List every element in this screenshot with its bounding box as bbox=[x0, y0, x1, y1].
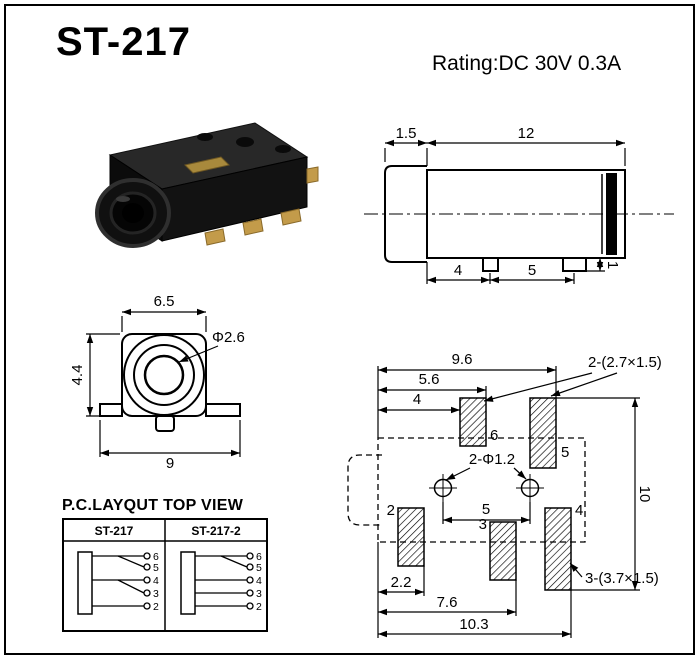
page-border bbox=[4, 4, 695, 655]
schematic-st217-2 bbox=[180, 551, 254, 615]
product-photo bbox=[95, 122, 319, 248]
svg-text:2: 2 bbox=[256, 601, 262, 613]
pad-2 bbox=[397, 507, 425, 567]
solder-pads bbox=[397, 397, 572, 591]
side-view-drawing: 1.5 12 4 5 1 bbox=[364, 125, 674, 284]
pad-label-4: 4 bbox=[575, 502, 583, 519]
svg-text:4: 4 bbox=[256, 575, 262, 587]
front-view-drawing: 6.5 4.4 9 Φ2.6 bbox=[69, 293, 245, 472]
svg-text:6: 6 bbox=[153, 551, 159, 563]
connector-barrel bbox=[95, 178, 171, 248]
pad-3 bbox=[489, 521, 517, 581]
svg-text:6: 6 bbox=[256, 551, 262, 563]
front-view-outline bbox=[99, 333, 241, 432]
schematic-st217 bbox=[77, 551, 151, 615]
top-contact-window bbox=[184, 156, 230, 174]
pcb-layout-drawing: 9.6 5.6 4 2-(2.7×1.5) 2-Φ1.2 6 5 2 3 4 5… bbox=[347, 351, 662, 638]
pad-label-2: 2 bbox=[387, 502, 395, 519]
dim-label-width: 6.5 bbox=[154, 293, 175, 310]
front-view-dimensions bbox=[86, 308, 241, 457]
dim-label-76: 7.6 bbox=[437, 594, 458, 611]
dim-label-flange: 1.5 bbox=[396, 125, 417, 142]
pad-6 bbox=[459, 397, 487, 447]
dim-label-pin2: 5 bbox=[528, 262, 536, 279]
schematic-st217-pin-labels: 6 5 4 3 2 bbox=[153, 551, 159, 613]
side-view-dimensions bbox=[384, 139, 626, 284]
dim-label-96: 9.6 bbox=[452, 351, 473, 368]
pad-label-3: 3 bbox=[479, 516, 487, 533]
svg-text:5: 5 bbox=[153, 562, 159, 574]
pc-layout-title: P.C.LAYQUT TOP VIEW bbox=[62, 497, 244, 514]
hole-note: 2-Φ1.2 bbox=[469, 451, 515, 468]
dim-label-mid5: 5 bbox=[482, 501, 490, 518]
dim-label-22: 2.2 bbox=[391, 574, 412, 591]
pcb-dimensions bbox=[377, 366, 640, 638]
svg-text:3: 3 bbox=[256, 588, 262, 600]
svg-text:3: 3 bbox=[153, 588, 159, 600]
column-header-st217-2: ST-217-2 bbox=[191, 524, 241, 538]
page-title: ST-217 bbox=[56, 20, 191, 64]
rating-text: Rating:DC 30V 0.3A bbox=[432, 52, 622, 75]
mounting-holes bbox=[429, 474, 544, 502]
svg-text:4: 4 bbox=[153, 575, 159, 587]
dim-label-base: 9 bbox=[166, 455, 174, 472]
dim-label-10: 10 bbox=[636, 486, 653, 503]
pad-label-5: 5 bbox=[561, 444, 569, 461]
pad-5 bbox=[529, 397, 557, 469]
connector-pins bbox=[204, 166, 319, 246]
side-view-outline bbox=[384, 165, 626, 272]
svg-text:2: 2 bbox=[153, 601, 159, 613]
schematic-st217-2-pin-labels: 6 5 4 3 2 bbox=[256, 551, 262, 613]
column-header-st217: ST-217 bbox=[95, 524, 134, 538]
pc-layout-table: ST-217 ST-217-2 6 5 4 3 2 bbox=[62, 518, 268, 632]
dim-label-height: 4.4 bbox=[69, 365, 86, 386]
dim-label-4: 4 bbox=[413, 391, 421, 408]
hole-diameter-label: Φ2.6 bbox=[212, 329, 245, 346]
dim-label-56: 5.6 bbox=[419, 371, 440, 388]
dim-label-103: 10.3 bbox=[459, 616, 488, 633]
svg-text:5: 5 bbox=[256, 562, 262, 574]
pad-note-bottom: 3-(3.7×1.5) bbox=[585, 570, 659, 587]
dim-label-pin-height: 1 bbox=[604, 261, 621, 269]
pad-4 bbox=[544, 507, 572, 591]
pad-note-top: 2-(2.7×1.5) bbox=[588, 354, 662, 371]
pad-label-6: 6 bbox=[490, 427, 498, 444]
dim-label-body: 12 bbox=[518, 125, 535, 142]
dim-label-pin1: 4 bbox=[454, 262, 462, 279]
